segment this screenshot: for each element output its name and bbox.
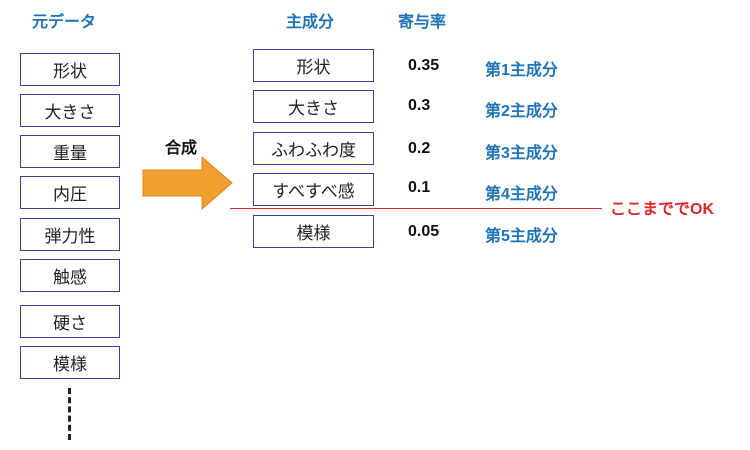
component-box: ふわふわ度 [253, 132, 374, 165]
original-item: 弾力性 [20, 218, 120, 251]
component-box: 模様 [253, 215, 374, 248]
components-header: 主成分 [286, 14, 335, 31]
contribution-header: 寄与率 [398, 14, 447, 31]
contribution-value: 0.2 [408, 140, 431, 157]
component-label: 第4主成分 [485, 186, 558, 203]
contribution-value: 0.35 [408, 57, 440, 74]
contribution-value: 0.3 [408, 97, 431, 114]
arrow-label: 合成 [165, 140, 198, 157]
component-box: 大きさ [253, 90, 374, 123]
component-label: 第1主成分 [485, 62, 558, 79]
original-item: 触感 [20, 259, 120, 292]
contribution-value: 0.05 [408, 223, 440, 240]
component-label: 第5主成分 [485, 228, 558, 245]
continuation-dashes [68, 388, 71, 440]
component-box: 形状 [253, 49, 374, 82]
component-label: 第2主成分 [485, 103, 558, 120]
cutoff-label: ここまででOK [610, 201, 715, 218]
original-item: 重量 [20, 135, 120, 168]
component-label: 第3主成分 [485, 145, 558, 162]
cutoff-line [230, 208, 602, 209]
original-item: 内圧 [20, 176, 120, 209]
synthesis-arrow-icon [142, 155, 233, 211]
original-item: 硬さ [20, 305, 120, 338]
original-data-header: 元データ [32, 14, 97, 31]
original-item: 大きさ [20, 94, 120, 127]
component-box: すべすべ感 [253, 173, 374, 206]
original-item: 模様 [20, 346, 120, 379]
contribution-value: 0.1 [408, 179, 431, 196]
original-item: 形状 [20, 53, 120, 86]
